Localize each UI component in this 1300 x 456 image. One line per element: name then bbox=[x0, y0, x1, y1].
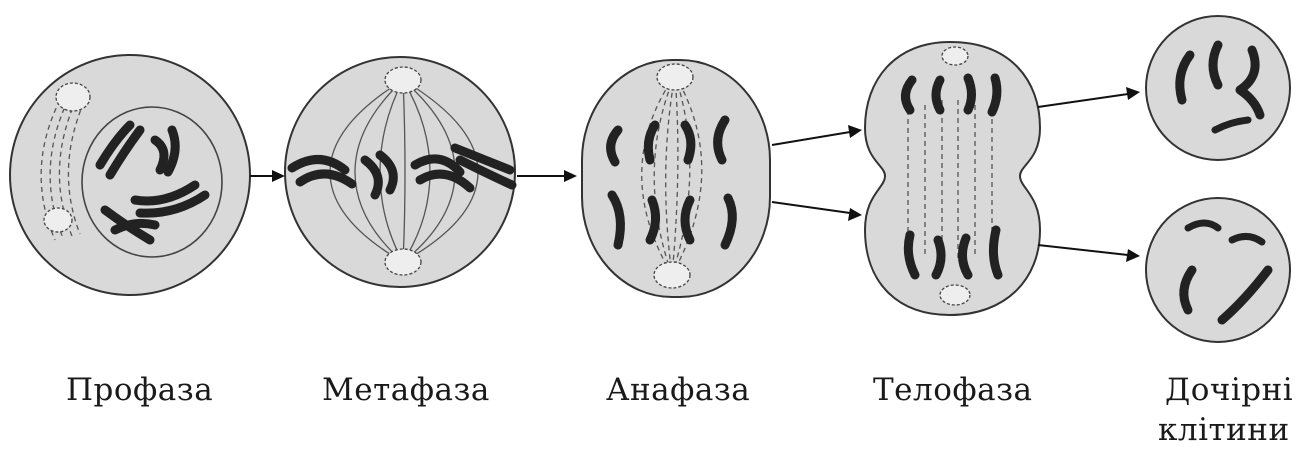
arrow-prophase-to-metaphase bbox=[250, 170, 285, 182]
label-metaphase: Метафаза bbox=[322, 372, 490, 408]
label-prophase: Профаза bbox=[66, 372, 213, 408]
arrow-anaphase-to-telophase-bottom bbox=[772, 202, 862, 221]
label-daughter-cells-line1: Дочірні bbox=[1165, 372, 1293, 408]
arrow-telophase-to-daughter-bottom bbox=[1038, 245, 1140, 262]
label-anaphase: Анафаза bbox=[606, 372, 750, 408]
label-telophase: Телофаза bbox=[873, 372, 1033, 408]
arrow-anaphase-to-telophase-top bbox=[772, 125, 862, 145]
arrow-metaphase-to-anaphase bbox=[517, 170, 577, 182]
metaphase-cell bbox=[285, 57, 515, 287]
daughter-cell-bottom bbox=[1146, 198, 1290, 342]
label-daughter-cells-line2: клітини bbox=[1158, 412, 1290, 448]
prophase-cell bbox=[10, 55, 250, 295]
anaphase-cell bbox=[582, 60, 770, 297]
telophase-cell bbox=[865, 42, 1040, 315]
arrow-telophase-to-daughter-top bbox=[1038, 87, 1140, 107]
daughter-cell-top bbox=[1146, 16, 1290, 160]
